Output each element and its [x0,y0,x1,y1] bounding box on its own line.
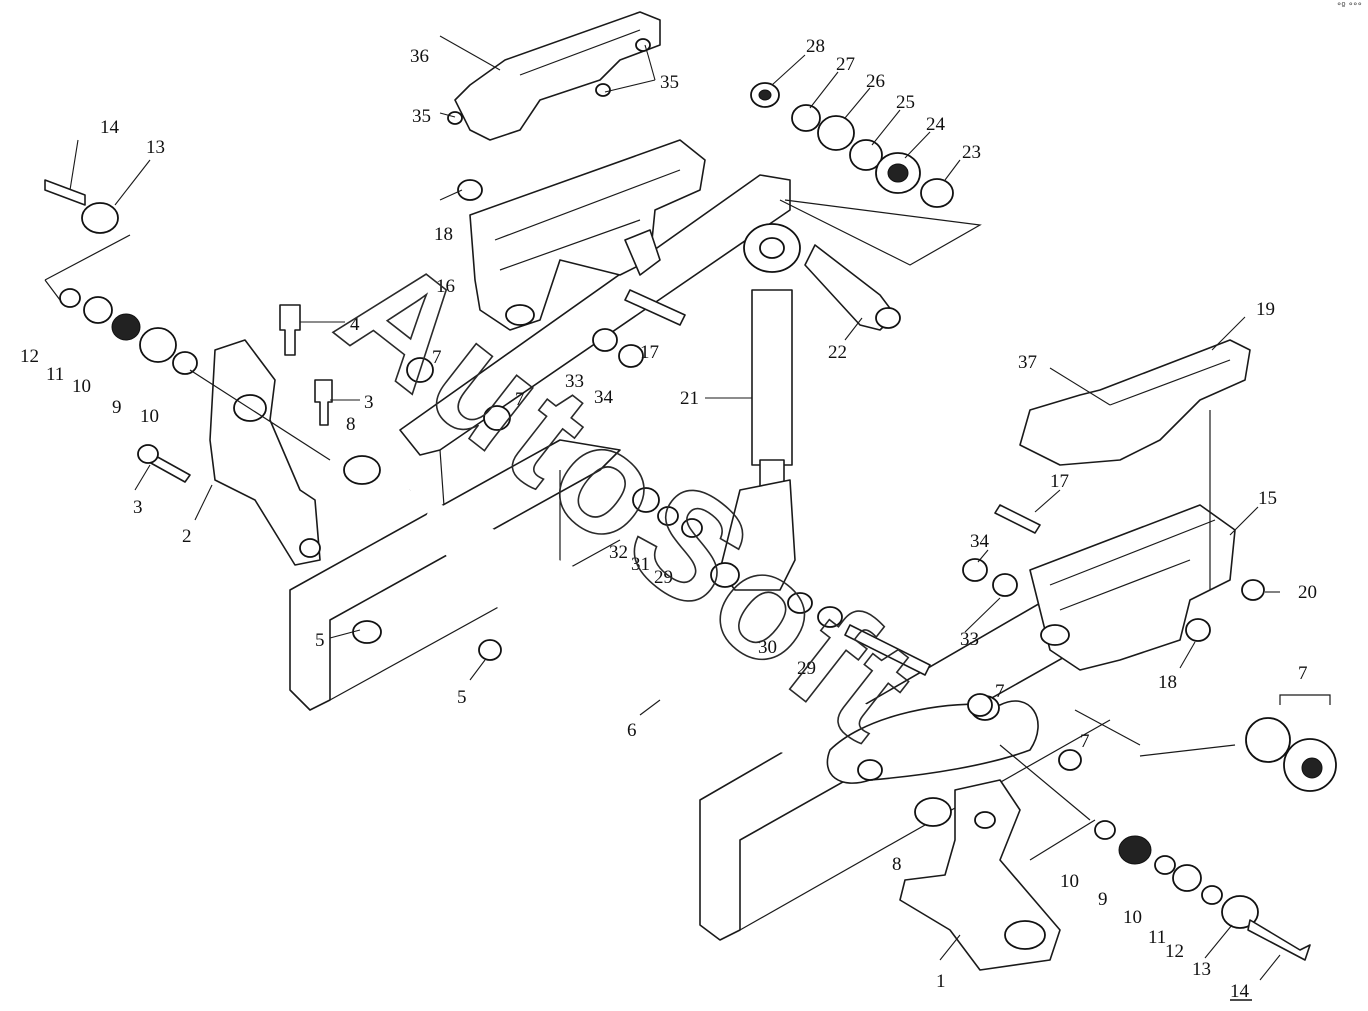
label-4: 4 [350,314,360,335]
label-21: 21 [680,388,699,409]
plate-37 [1019,339,1251,466]
bracket-1 [899,779,1061,971]
label-17: 17 [1050,471,1069,492]
upper-mount-16 [469,139,706,331]
bracket-2 [209,339,321,566]
label-24: 24 [926,114,946,135]
label-35: 35 [412,106,431,127]
label-15: 15 [1258,488,1277,509]
label-19: 19 [1256,299,1275,320]
label-7: 7 [1080,731,1090,752]
label-8: 8 [346,414,356,435]
label-10: 10 [140,406,159,427]
pin-22 [804,244,901,331]
label-14: 14 [100,117,120,138]
label-6: 6 [627,720,637,741]
label-12: 12 [1165,941,1184,962]
shock-absorber-21 [710,223,801,591]
label-7: 7 [432,347,442,368]
label-7: 7 [1298,663,1308,684]
label-28: 28 [806,36,825,57]
label-35: 35 [660,72,679,93]
label-13: 13 [1192,959,1211,980]
label-5: 5 [457,687,467,708]
plate-36 [454,11,661,141]
label-36: 36 [410,46,429,67]
label-33: 33 [565,371,584,392]
label-26: 26 [866,71,885,92]
label-37: 37 [1018,352,1037,373]
bushing-stack-right [1094,820,1311,961]
label-20: 20 [1298,582,1317,603]
label-14: 14 [1230,981,1250,1002]
bolt-30 [787,592,931,676]
label-32: 32 [609,542,628,563]
label-13: 13 [146,137,165,158]
frame-rail-rear [289,174,1131,941]
label-9: 9 [112,397,122,418]
bushing-7-detail [1245,717,1337,792]
label-leaders [69,35,1281,981]
label-34: 34 [970,531,990,552]
label-11: 11 [1148,927,1166,948]
label-18: 18 [434,224,453,245]
label-34: 34 [594,387,614,408]
label-25: 25 [896,92,915,113]
label-1: 1 [936,971,946,992]
part-labels: 1 2 3 3 4 5 5 6 7 7 7 7 7 8 8 9 9 10 10 … [20,36,1317,1002]
label-17: 17 [640,342,659,363]
small-bushings [343,357,1082,827]
label-7: 7 [515,389,525,410]
label-7: 7 [995,681,1005,702]
label-2: 2 [182,526,192,547]
label-11: 11 [46,364,64,385]
label-31: 31 [631,554,650,575]
label-12: 12 [20,346,39,367]
corner-mark: °º °°° [1336,2,1362,12]
bushing-stack-top [750,82,954,208]
mount-15 [1029,504,1236,671]
label-3: 3 [133,497,143,518]
label-3: 3 [364,392,374,413]
explode-lines [44,199,1331,861]
label-10: 10 [72,376,91,397]
label-33: 33 [960,629,979,650]
label-22: 22 [828,342,847,363]
label-5: 5 [315,630,325,651]
fasteners [137,38,1265,661]
label-9: 9 [1098,889,1108,910]
label-27: 27 [836,54,855,75]
label-30: 30 [758,637,777,658]
label-10: 10 [1123,907,1142,928]
bushing-stack-left [44,179,198,375]
label-23: 23 [962,142,981,163]
label-29: 29 [797,658,816,679]
label-16: 16 [436,276,455,297]
label-10: 10 [1060,871,1079,892]
label-18: 18 [1158,672,1177,693]
label-29: 29 [654,567,673,588]
label-8: 8 [892,854,902,875]
